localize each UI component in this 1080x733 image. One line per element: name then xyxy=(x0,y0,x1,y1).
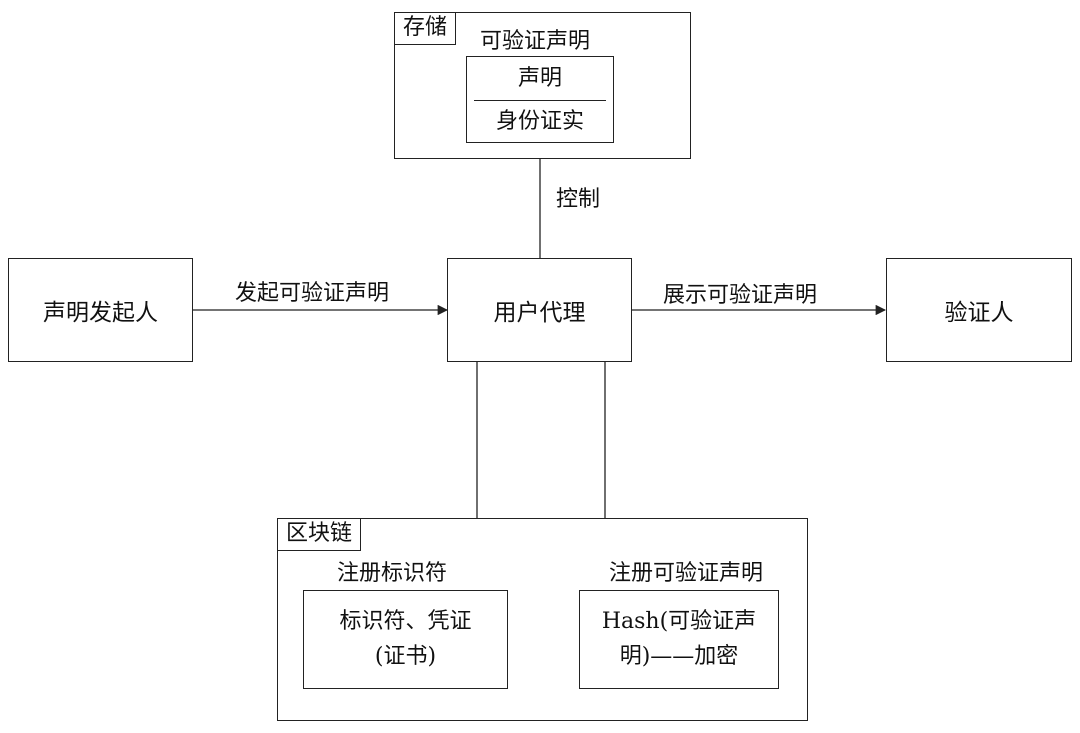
claim-divider xyxy=(474,100,606,101)
identifier-box: 标识符、凭证 (证书) xyxy=(303,590,508,689)
identifier-line1: 标识符、凭证 xyxy=(339,609,472,635)
verifier-label: 验证人 xyxy=(944,300,1014,326)
identifier-line2: (证书) xyxy=(374,643,437,669)
issuer-label: 声明发起人 xyxy=(43,300,158,326)
verifier-node: 验证人 xyxy=(886,258,1072,362)
hash-box: Hash(可验证声 明)——加密 xyxy=(579,590,779,689)
hash-line2: 明)——加密 xyxy=(619,643,739,669)
credential-label: 可验证声明 xyxy=(480,29,591,54)
initiate-label: 发起可验证声明 xyxy=(235,281,390,306)
proof-text: 身份证实 xyxy=(495,109,584,134)
agent-label: 用户代理 xyxy=(493,300,586,326)
register-id-label: 注册标识符 xyxy=(337,561,448,586)
agent-node: 用户代理 xyxy=(447,258,632,362)
register-credential-label: 注册可验证声明 xyxy=(609,561,764,586)
credential-box xyxy=(466,56,614,143)
storage-tag: 存储 xyxy=(394,12,457,45)
claim-text: 声明 xyxy=(517,66,562,91)
present-label: 展示可验证声明 xyxy=(663,283,818,308)
blockchain-tag: 区块链 xyxy=(277,518,362,551)
hash-line1: Hash(可验证声 xyxy=(601,609,757,635)
issuer-node: 声明发起人 xyxy=(8,258,193,362)
control-label: 控制 xyxy=(556,187,601,212)
